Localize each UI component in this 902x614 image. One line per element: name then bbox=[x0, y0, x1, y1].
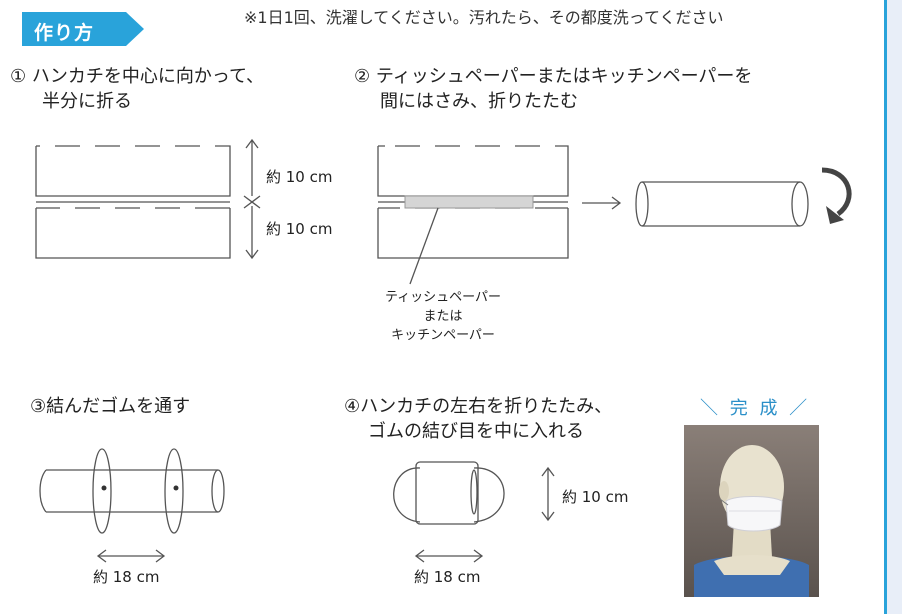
step4-height-arrow bbox=[541, 466, 555, 522]
paper-label-line3: キッチンペーパー bbox=[391, 328, 495, 343]
dimension-label: 約 18 cm bbox=[93, 568, 160, 586]
dimension-label: 約 10 cm bbox=[562, 488, 629, 506]
step3-dimension-arrow bbox=[96, 549, 166, 563]
right-arrow-icon bbox=[582, 196, 622, 210]
paper-leader-line bbox=[409, 207, 439, 285]
step4-width-arrow bbox=[414, 549, 484, 563]
paper-label-line1: ティッシュペーパー bbox=[384, 290, 502, 305]
step-4-line1: ④ハンカチの左右を折りたたみ、 bbox=[344, 396, 613, 417]
step-4-text: ④ハンカチの左右を折りたたみ、 ゴムの結び目を中に入れる bbox=[344, 394, 612, 444]
dimension-label: 約 18 cm bbox=[414, 568, 481, 586]
dimension-label: 約 10 cm bbox=[266, 220, 333, 238]
rubber-band-knots bbox=[101, 485, 179, 491]
rubber-band-right bbox=[164, 448, 184, 534]
wash-note: ※1日1回、洗濯してください。汚れたら、その都度洗ってください bbox=[244, 8, 724, 27]
completed-mask-photo bbox=[684, 425, 819, 597]
step4-mask-drawing bbox=[393, 461, 505, 525]
paper-label: ティッシュペーパー または キッチンペーパー bbox=[358, 288, 528, 345]
step-3-line1: ③結んだゴムを通す bbox=[30, 396, 191, 417]
step-2-line1: ② ティッシュペーパーまたはキッチンペーパーを bbox=[354, 66, 753, 87]
rubber-band-left bbox=[92, 448, 112, 534]
step3-tube-drawing bbox=[39, 469, 225, 513]
section-tag-shape bbox=[22, 12, 144, 46]
right-sidebar bbox=[884, 0, 902, 614]
rotate-arrow-icon bbox=[821, 167, 852, 224]
step-2-text: ② ティッシュペーパーまたはキッチンペーパーを 間にはさみ、折りたたむ bbox=[354, 64, 752, 114]
step-1-text: ① ハンカチを中心に向かって、 半分に折る bbox=[10, 64, 264, 114]
step-3-text: ③結んだゴムを通す bbox=[30, 394, 190, 419]
step-4-line2: ゴムの結び目を中に入れる bbox=[368, 421, 584, 442]
step1-dimension-arrows bbox=[243, 138, 261, 260]
complete-label: ＼ 完 成 ／ bbox=[700, 398, 811, 419]
paper-label-line2: または bbox=[423, 309, 463, 324]
section-title: 作り方 bbox=[34, 22, 95, 44]
step-1-line2: 半分に折る bbox=[42, 91, 132, 112]
sidebar-rule bbox=[884, 0, 887, 614]
step-1-line1: ① ハンカチを中心に向かって、 bbox=[10, 66, 265, 87]
rolled-handkerchief-drawing bbox=[635, 181, 809, 227]
step1-handkerchief-drawing bbox=[35, 145, 231, 259]
paper-strip bbox=[404, 195, 534, 209]
dimension-label: 約 10 cm bbox=[266, 168, 333, 186]
step-2-line2: 間にはさみ、折りたたむ bbox=[380, 91, 578, 112]
